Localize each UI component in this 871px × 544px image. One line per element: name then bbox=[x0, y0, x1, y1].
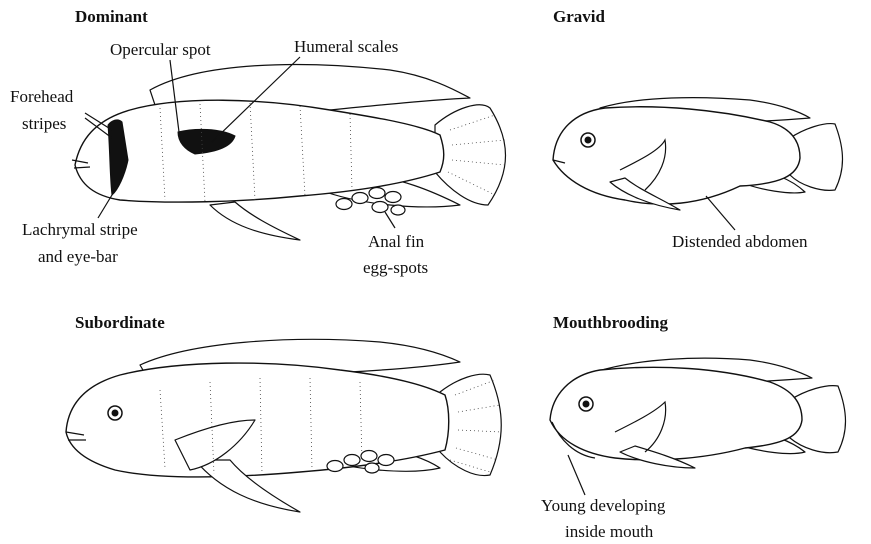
pupil bbox=[585, 137, 592, 144]
subordinate-fish bbox=[66, 339, 502, 512]
fish-body bbox=[550, 367, 802, 460]
label-young-2: inside mouth bbox=[565, 522, 654, 541]
dominant-fish bbox=[72, 65, 506, 240]
label-forehead-1: Forehead bbox=[10, 87, 74, 106]
title-subordinate: Subordinate bbox=[75, 313, 165, 332]
label-opercular-spot: Opercular spot bbox=[110, 40, 211, 59]
gravid-fish bbox=[553, 98, 843, 210]
panel-mouthbrooding: Mouthbrooding Young developing inside mo… bbox=[541, 313, 846, 541]
caudal-fin bbox=[435, 105, 506, 205]
panel-subordinate: Subordinate bbox=[66, 313, 502, 512]
panel-dominant: Dominant bbox=[10, 7, 506, 277]
title-gravid: Gravid bbox=[553, 7, 605, 26]
pupil bbox=[583, 401, 590, 408]
label-young-1: Young developing bbox=[541, 496, 666, 515]
label-lachrymal-1: Lachrymal stripe bbox=[22, 220, 138, 239]
label-lachrymal-2: and eye-bar bbox=[38, 247, 118, 266]
panel-gravid: Gravid Distended abdomen bbox=[553, 7, 843, 251]
label-distended-abdomen: Distended abdomen bbox=[672, 232, 808, 251]
leader-young bbox=[568, 455, 585, 495]
label-humeral-scales: Humeral scales bbox=[294, 37, 398, 56]
pupil bbox=[112, 410, 119, 417]
leader-distended-abdomen bbox=[706, 196, 735, 230]
title-mouthbrooding: Mouthbrooding bbox=[553, 313, 668, 332]
mouthbrooding-fish bbox=[550, 358, 846, 468]
pelvic-fin bbox=[210, 202, 300, 240]
label-anal-fin-2: egg-spots bbox=[363, 258, 428, 277]
title-dominant: Dominant bbox=[75, 7, 148, 26]
label-forehead-2: stripes bbox=[22, 114, 66, 133]
label-anal-fin-1: Anal fin bbox=[368, 232, 425, 251]
